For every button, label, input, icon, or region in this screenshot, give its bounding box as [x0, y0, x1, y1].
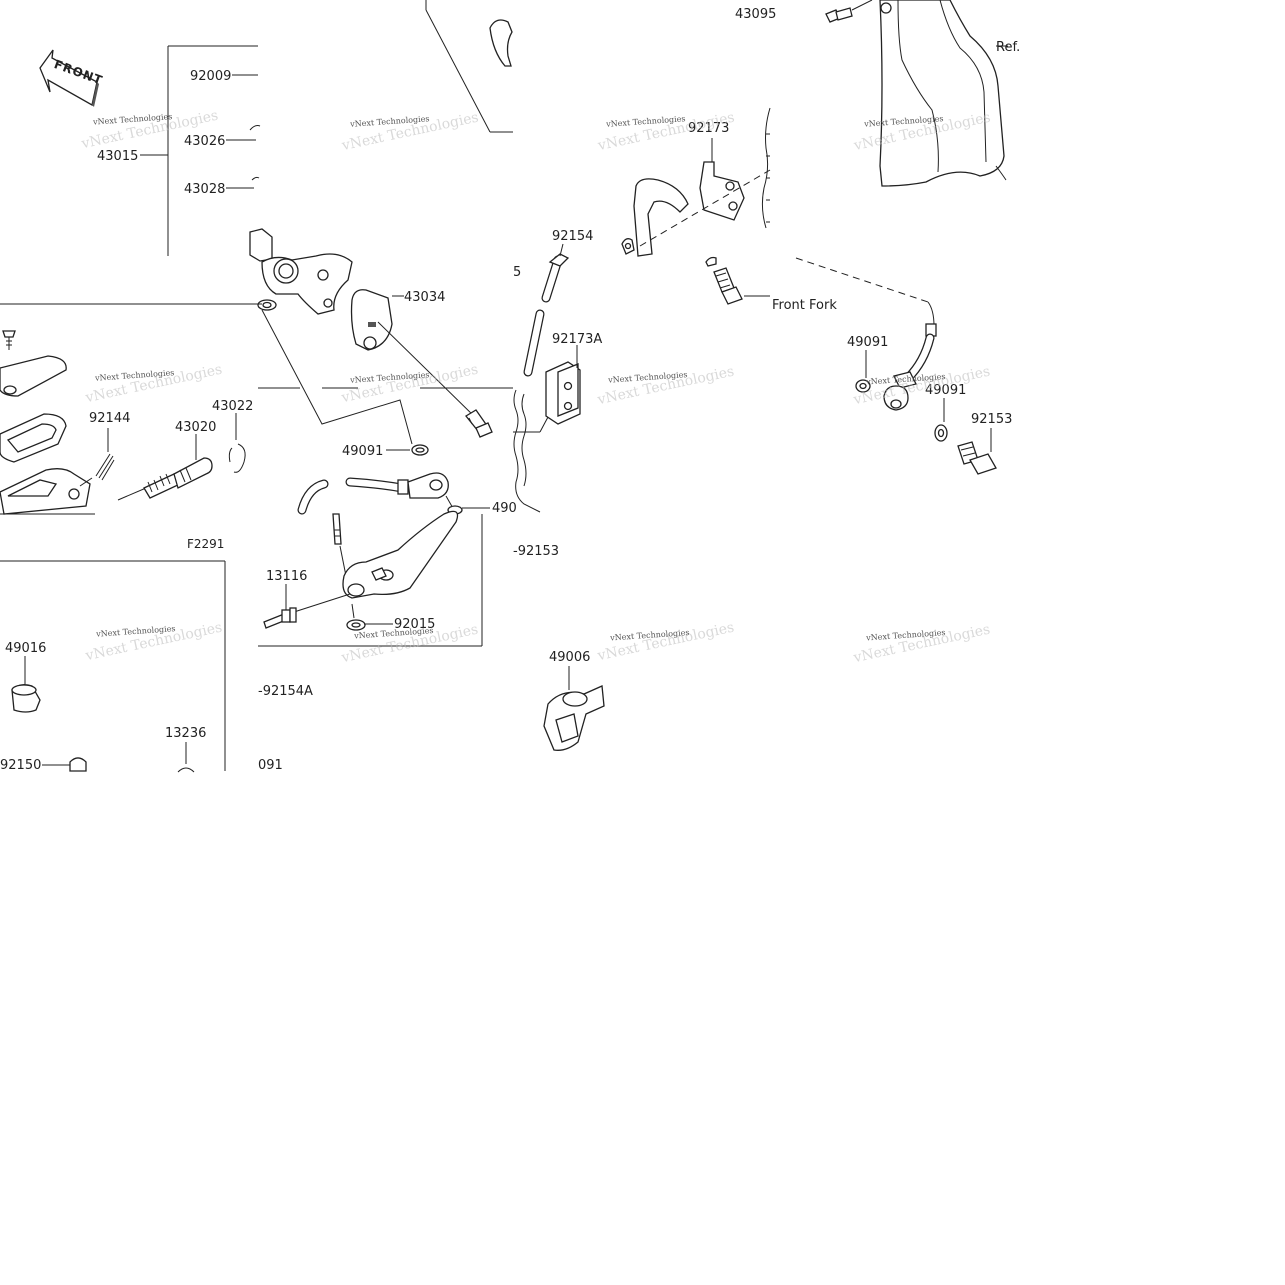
- callout-43026: 43026: [184, 134, 225, 149]
- callout-ref: Ref.: [996, 40, 1020, 55]
- callout-43022: 43022: [212, 399, 253, 414]
- svg-text:vNext Technologies: vNext Technologies: [851, 622, 991, 667]
- part-13236: [177, 742, 195, 773]
- spring-92144: [79, 428, 115, 487]
- boot-49016: [11, 656, 41, 713]
- callout-49091-right-b: 49091: [925, 383, 966, 398]
- callout-92173A: 92173A: [552, 332, 602, 347]
- callout-92154A: -92154A: [258, 684, 313, 699]
- callout-43095: 43095: [735, 7, 776, 22]
- pin-13116: [263, 584, 297, 629]
- reservoir-assembly: [0, 303, 413, 515]
- cover-49006: [543, 666, 605, 751]
- fender-ref: [879, 0, 1008, 187]
- callout-43020: 43020: [175, 420, 216, 435]
- kit-bracket-43015: [140, 45, 261, 256]
- bolt-clamp: [465, 409, 493, 438]
- callout-43015: 43015: [97, 149, 138, 164]
- callout-43034: 43034: [404, 290, 445, 305]
- callout-92154: 92154: [552, 229, 593, 244]
- brake-hose-upper: [297, 472, 455, 515]
- callout-49091-left: 49091: [342, 444, 383, 459]
- cap-92150: [42, 757, 87, 772]
- callout-92009: 92009: [190, 69, 231, 84]
- callout-490-partial: 490: [492, 501, 517, 516]
- callout-5-partial: 5: [513, 265, 521, 280]
- caliper-right-edge: [705, 107, 771, 267]
- washer-49091-left: [386, 444, 429, 456]
- master-cylinder-body: [249, 0, 513, 315]
- callout-92153-mid: -92153: [513, 544, 559, 559]
- callout-92150: 92150: [0, 758, 41, 773]
- callout-92173: 92173: [688, 121, 729, 136]
- circlip-43022: [228, 413, 246, 473]
- brake-hose-right: [795, 257, 937, 411]
- callout-13116: 13116: [266, 569, 307, 584]
- lever-assembly: [258, 510, 483, 647]
- svg-text:vNext Technologies: vNext Technologies: [595, 364, 735, 409]
- callout-49016: 49016: [5, 641, 46, 656]
- piston-43020: [117, 434, 213, 501]
- caliper-guard: [621, 138, 771, 257]
- front-fork-label: Front Fork: [772, 298, 837, 313]
- nut-92015: [346, 603, 393, 631]
- callout-13236: 13236: [165, 726, 206, 741]
- callout-49091-right-a: 49091: [847, 335, 888, 350]
- callout-43028: 43028: [184, 182, 225, 197]
- washer-49091-right-a: [855, 350, 871, 393]
- brake-line-center: [513, 243, 570, 513]
- callout-92144: 92144: [89, 411, 130, 426]
- svg-text:vNext Technologies: vNext Technologies: [83, 362, 223, 407]
- callout-92015: 92015: [394, 617, 435, 632]
- callout-49006: 49006: [549, 650, 590, 665]
- kit-box-lower: [0, 560, 226, 771]
- figure-code: F2291: [187, 537, 224, 551]
- bracket-92173A: [545, 345, 581, 425]
- bolt-92153-right: [957, 428, 997, 475]
- front-arrow-icon: FRONT: [39, 49, 105, 107]
- banjo-bolt-front-fork: [713, 267, 770, 305]
- callout-091-partial: 091: [258, 758, 283, 773]
- bolt-43095: [825, 0, 873, 23]
- callout-92153-right: 92153: [971, 412, 1012, 427]
- washer-49091-right-b: [934, 398, 948, 442]
- clamp-43034: [350, 289, 479, 421]
